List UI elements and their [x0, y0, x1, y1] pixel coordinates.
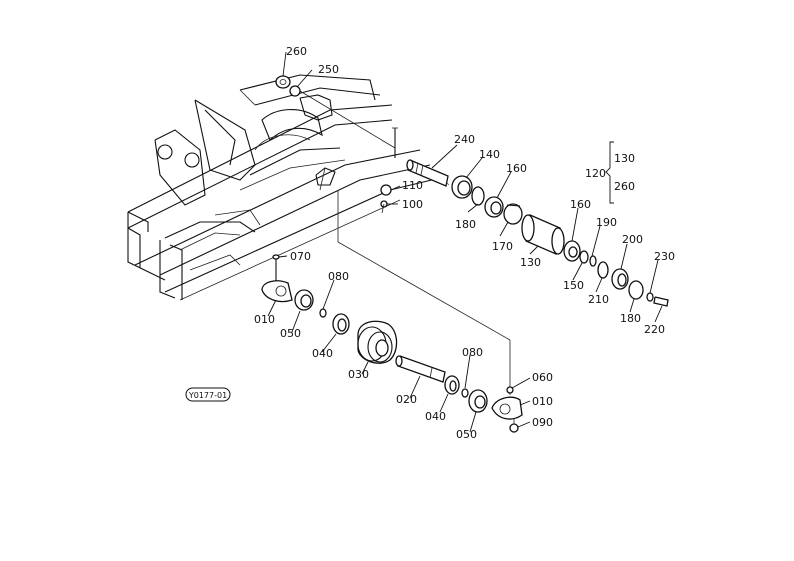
label-240: 240	[454, 133, 475, 146]
label-130: 130	[520, 256, 541, 269]
label-220: 220	[644, 323, 665, 336]
label-180-a: 180	[455, 218, 476, 231]
part-150-seal	[579, 250, 589, 264]
label-090: 090	[532, 416, 553, 429]
label-160-a: 160	[506, 162, 527, 175]
label-230: 230	[654, 250, 675, 263]
label-140: 140	[479, 148, 500, 161]
part-180-ring	[471, 186, 485, 206]
part-260-nut	[275, 75, 291, 89]
part-080a-oring	[319, 308, 327, 318]
part-190-oring	[589, 255, 597, 267]
label-170: 170	[492, 240, 513, 253]
part-labels: 260 250 240 140 160 180 170 130 160 190 …	[254, 45, 675, 441]
label-180-b: 180	[620, 312, 641, 325]
label-010-b: 010	[532, 395, 553, 408]
part-060-plug	[506, 386, 514, 394]
part-170-spacer	[503, 203, 523, 225]
label-050-a: 050	[280, 327, 301, 340]
alignment-lines	[294, 87, 511, 395]
part-020-shaft	[397, 355, 446, 383]
drawing-ref-text: Y0177-01	[188, 391, 227, 400]
label-080-b: 080	[462, 346, 483, 359]
part-220-bolt	[653, 296, 669, 307]
label-020: 020	[396, 393, 417, 406]
label-110: 110	[402, 179, 423, 192]
label-160-b: 160	[570, 198, 591, 211]
part-180b-ring	[628, 280, 644, 300]
assembly-group-brace	[605, 141, 614, 204]
label-210: 210	[588, 293, 609, 306]
label-group-child-130: 130	[614, 152, 635, 165]
label-040-a: 040	[312, 347, 333, 360]
label-group-child-260: 260	[614, 180, 635, 193]
part-010b-bracket	[491, 396, 523, 420]
label-060: 060	[532, 371, 553, 384]
label-200: 200	[622, 233, 643, 246]
track-frame	[127, 74, 441, 301]
leader-lines	[267, 51, 663, 433]
upper-roller-assembly	[275, 75, 669, 307]
label-010-a: 010	[254, 313, 275, 326]
label-040-b: 040	[425, 410, 446, 423]
track-roller-assembly	[261, 254, 523, 433]
part-250-washer	[289, 85, 301, 97]
part-080b-oring	[461, 388, 469, 398]
part-010a-bracket	[261, 280, 293, 303]
drawing-reference-tag: Y0177-01	[185, 387, 231, 402]
label-080-a: 080	[328, 270, 349, 283]
label-070: 070	[290, 250, 311, 263]
label-190: 190	[596, 216, 617, 229]
label-100: 100	[402, 198, 423, 211]
part-070-bolt	[272, 254, 280, 260]
label-030: 030	[348, 368, 369, 381]
part-230-washer	[646, 292, 654, 302]
label-group-parent: 120	[585, 167, 606, 180]
label-050-b: 050	[456, 428, 477, 441]
label-250: 250	[318, 63, 339, 76]
part-110-nut	[380, 184, 392, 196]
label-150: 150	[563, 279, 584, 292]
part-210-circlip	[597, 261, 609, 279]
part-090-bolt	[509, 423, 519, 433]
label-260-top: 260	[286, 45, 307, 58]
